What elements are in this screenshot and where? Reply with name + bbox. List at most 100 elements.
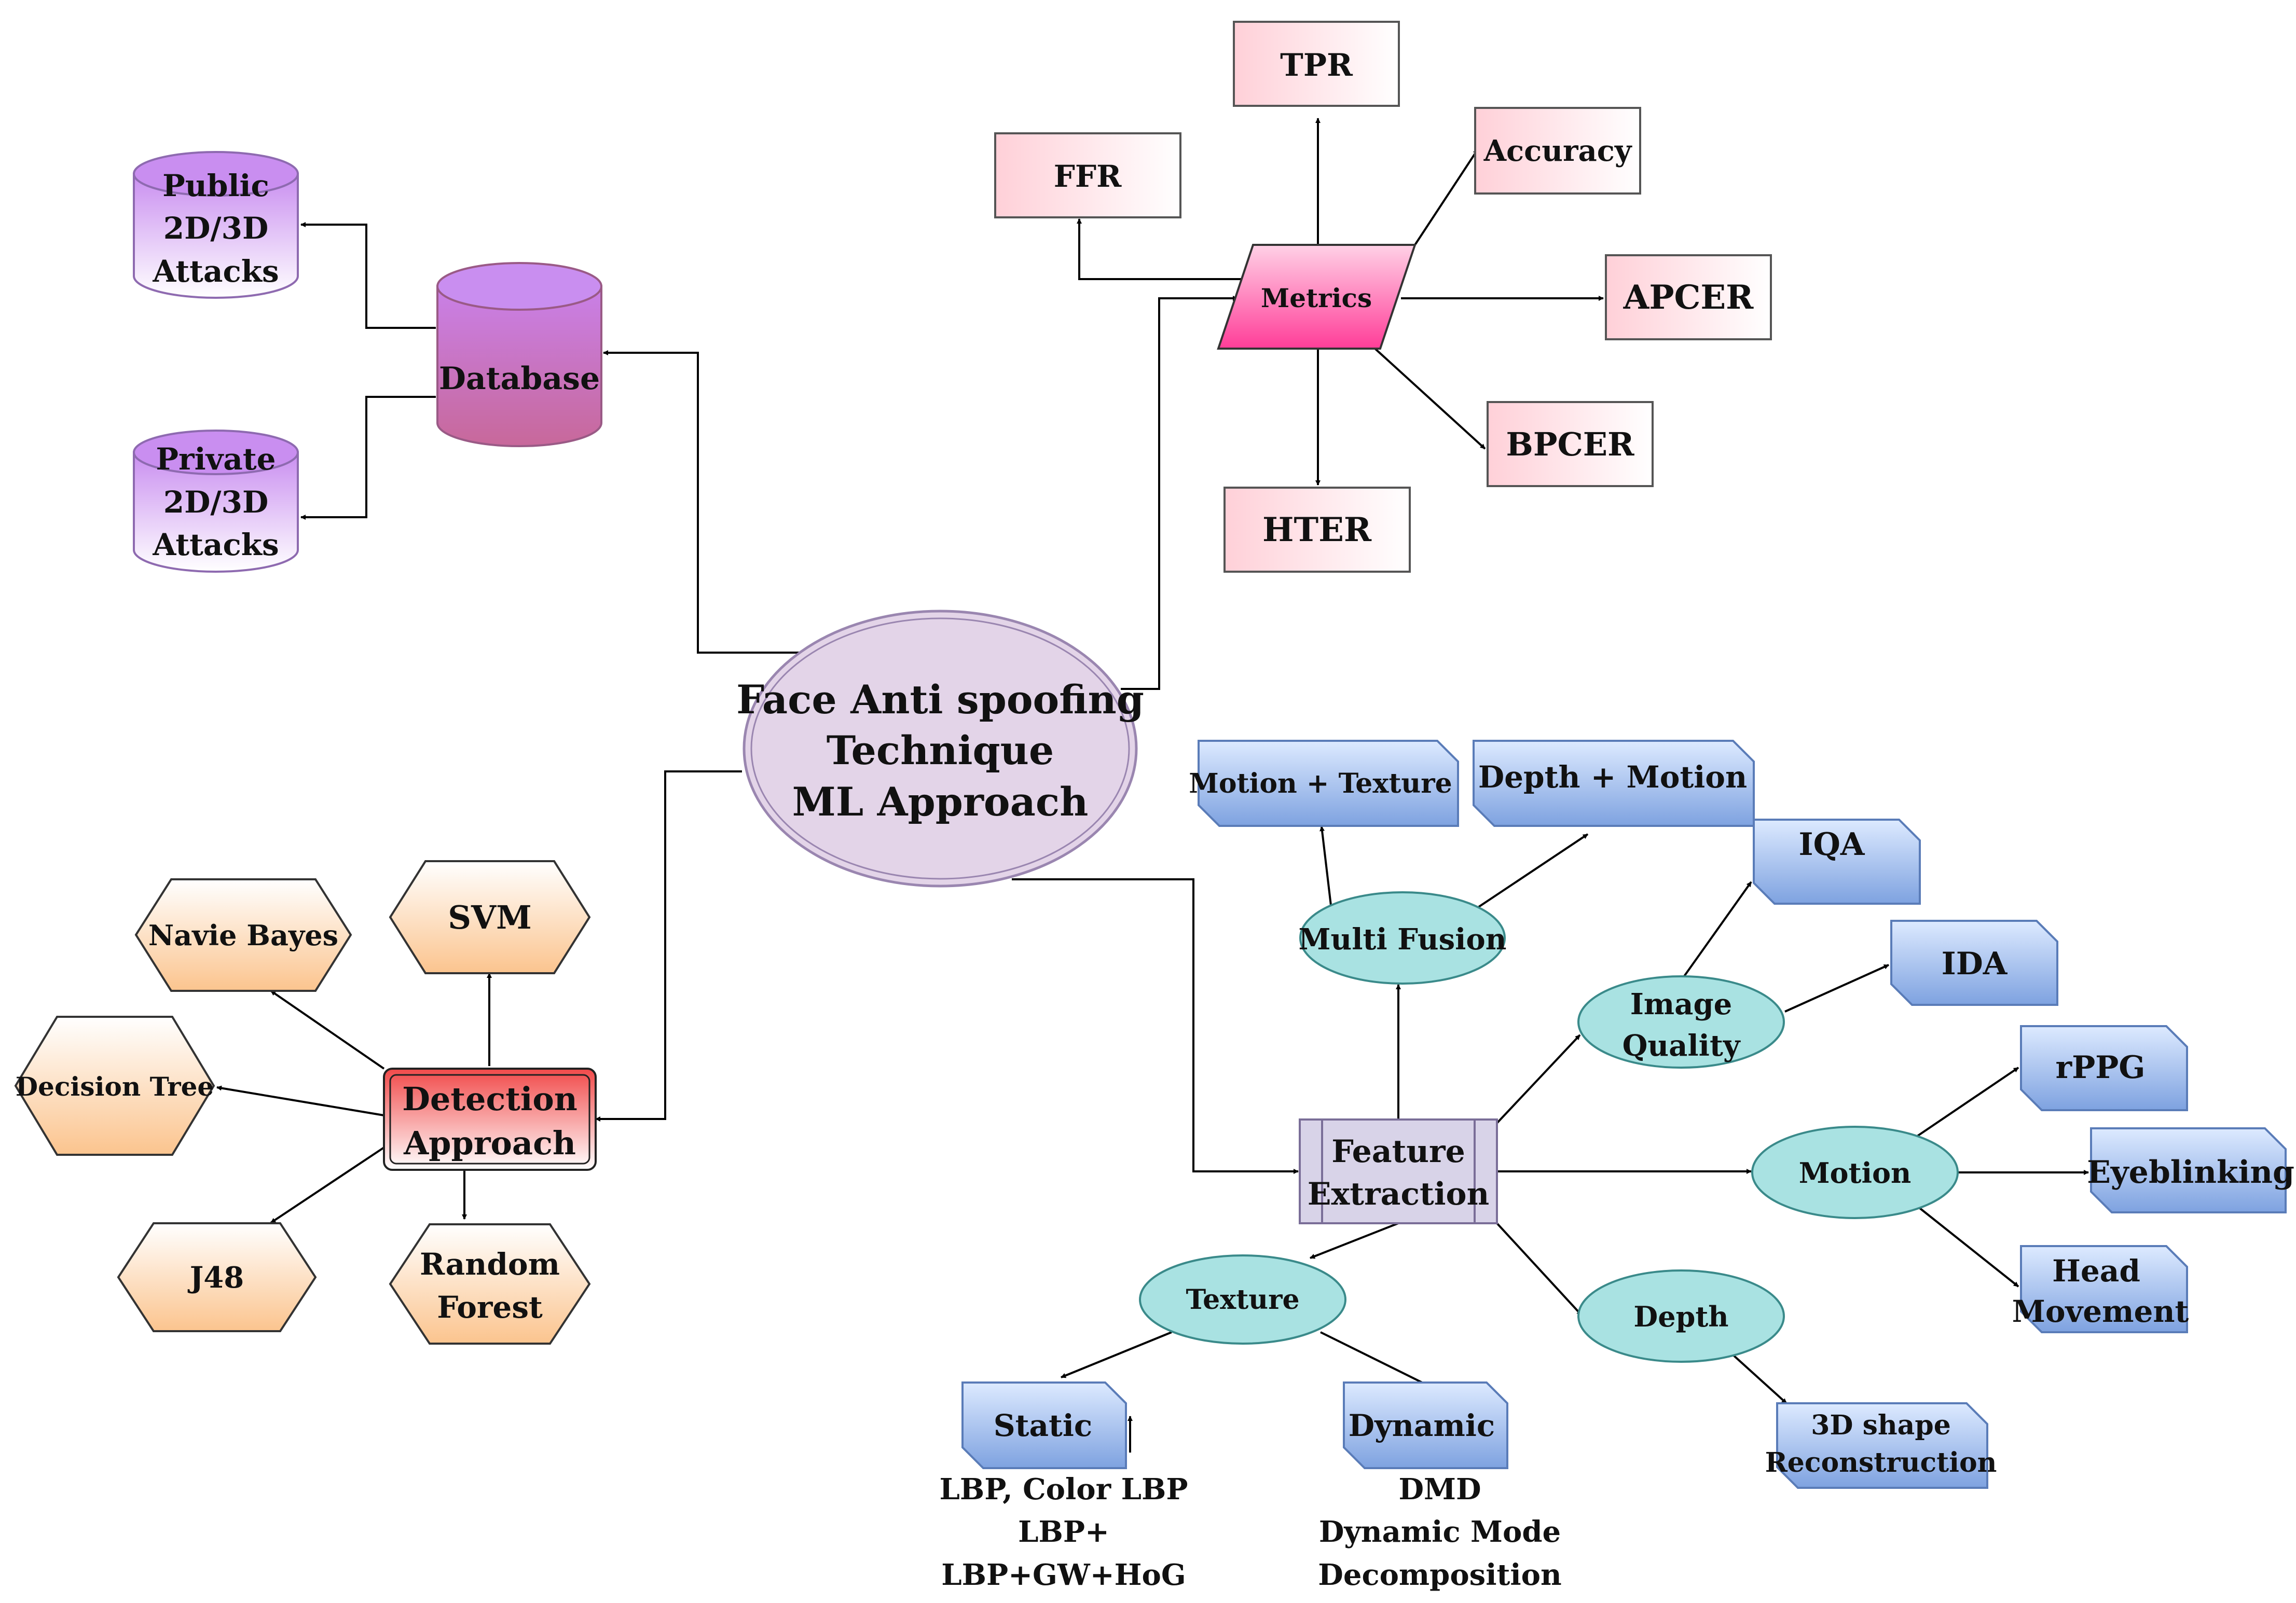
depth-label: Depth [1633, 1300, 1728, 1333]
motion-texture-label: Motion + Texture [1189, 768, 1452, 799]
edge-metrics-ffr [1077, 218, 1243, 280]
accuracy-node: Accuracy [1474, 107, 1641, 195]
eyeblinking-node: Eyeblinking [2087, 1127, 2294, 1213]
dynamic-note-2: Dynamic Mode [1319, 1515, 1561, 1549]
tpr-label: TPR [1280, 47, 1353, 84]
center-title-line3: ML Approach [792, 779, 1089, 825]
3d-shape-line1: 3D shape [1811, 1409, 1951, 1441]
metrics-node: Metrics [1217, 244, 1417, 350]
edge-detection-decision-tree [216, 1085, 384, 1116]
static-note-1: LBP, Color LBP [940, 1472, 1188, 1507]
head-movement-node: Head Movement [2012, 1245, 2189, 1333]
edge-imagequality-ida [1784, 964, 1889, 1013]
apcer-node: APCER [1605, 254, 1772, 340]
edge-center-detection [595, 770, 742, 1122]
random-forest-node: Random Forest [389, 1223, 591, 1345]
ffr-label: FFR [1054, 159, 1122, 194]
naive-bayes-label: Navie Bayes [148, 919, 338, 952]
static-label: Static [994, 1408, 1092, 1443]
rppg-node: rPPG [2020, 1025, 2188, 1111]
3d-shape-node: 3D shape Reconstruction [1765, 1402, 1997, 1489]
ida-label: IDA [1942, 946, 2008, 982]
dynamic-node: Dynamic [1343, 1381, 1508, 1469]
motion-node: Motion [1751, 1126, 1959, 1219]
texture-label: Texture [1186, 1284, 1299, 1316]
center-title-line2: Technique [827, 727, 1054, 773]
multi-fusion-label: Multi Fusion [1299, 922, 1507, 957]
random-forest-line1: Random [420, 1247, 560, 1282]
edge-feature-texture [1310, 1222, 1399, 1259]
rppg-label: rPPG [2055, 1049, 2145, 1086]
private-line2: 2D/3D [163, 485, 269, 520]
public-line1: Public [162, 168, 269, 203]
svm-node: SVM [389, 860, 591, 974]
edge-depth-3dshape [1731, 1353, 1788, 1404]
motion-label: Motion [1799, 1156, 1912, 1190]
depth-motion-label: Depth + Motion [1478, 759, 1747, 795]
decision-tree-node: Decision Tree [14, 1016, 215, 1156]
dynamic-note-1: DMD [1398, 1472, 1481, 1507]
multi-fusion-node: Multi Fusion [1299, 891, 1507, 985]
center-node: Face Anti spoofing Technique ML Approach [736, 610, 1144, 888]
edge-detection-j48 [270, 1146, 385, 1224]
static-note-3: LBP+GW+HoG [941, 1558, 1186, 1592]
naive-bayes-node: Navie Bayes [134, 878, 352, 992]
feature-line1: Feature [1331, 1134, 1465, 1170]
motion-texture-node: Motion + Texture [1189, 740, 1459, 827]
ffr-node: FFR [994, 132, 1181, 218]
iqa-label: IQA [1799, 826, 1865, 863]
svm-label: SVM [448, 899, 532, 936]
edge-detection-naive-bayes [270, 990, 385, 1070]
metrics-label: Metrics [1261, 283, 1372, 313]
apcer-label: APCER [1623, 278, 1754, 317]
database-label: Database [439, 361, 600, 397]
edge-feature-imagequality [1496, 1034, 1581, 1124]
edge-metrics-bpcer [1374, 348, 1486, 450]
edge-center-feature [1012, 878, 1299, 1174]
edge-imagequality-iqa [1680, 881, 1752, 982]
edge-multifusion-depthmotion [1478, 833, 1589, 908]
edge-texture-static [1061, 1331, 1172, 1378]
image-quality-line2: Quality [1623, 1029, 1741, 1063]
j48-label: J48 [187, 1261, 244, 1295]
edge-center-database [603, 350, 799, 654]
feature-line2: Extraction [1308, 1176, 1489, 1212]
detection-line1: Detection [402, 1080, 578, 1118]
private-attacks-node: Private 2D/3D Attacks [133, 430, 299, 573]
public-attacks-node: Public 2D/3D Attacks [133, 151, 299, 299]
detection-node: Detection Approach [383, 1068, 597, 1171]
edge-database-public [300, 222, 436, 329]
dynamic-label: Dynamic [1349, 1408, 1495, 1443]
edge-texture-dynamic [1320, 1331, 1430, 1387]
texture-node: Texture [1139, 1254, 1346, 1345]
eyeblinking-label: Eyeblinking [2087, 1154, 2294, 1191]
image-quality-node: Image Quality [1577, 975, 1785, 1069]
iqa-node: IQA [1753, 819, 1921, 905]
public-line3: Attacks [152, 254, 279, 289]
image-quality-line1: Image [1630, 987, 1733, 1021]
edge-database-private [300, 396, 436, 520]
head-movement-line2: Movement [2012, 1294, 2189, 1329]
static-note-2: LBP+ [1018, 1515, 1109, 1549]
detection-line2: Approach [403, 1124, 576, 1162]
dynamic-note-3: Decomposition [1318, 1558, 1561, 1592]
tpr-node: TPR [1233, 21, 1400, 107]
decision-tree-label: Decision Tree [16, 1071, 214, 1102]
edge-center-metrics [1121, 296, 1238, 690]
depth-node: Depth [1577, 1269, 1785, 1363]
ida-node: IDA [1890, 920, 2058, 1006]
random-forest-line2: Forest [437, 1290, 543, 1325]
private-line1: Private [156, 441, 276, 477]
j48-node: J48 [117, 1222, 317, 1332]
feature-node: Feature Extraction [1299, 1118, 1498, 1224]
edge-motion-rppg [1916, 1067, 2019, 1137]
head-movement-line1: Head [2052, 1253, 2140, 1289]
hter-node: HTER [1223, 487, 1411, 573]
private-line3: Attacks [152, 527, 279, 562]
edge-feature-depth [1496, 1222, 1583, 1316]
edge-motion-headmovement [1916, 1205, 2019, 1288]
database-node: Database [436, 262, 602, 447]
dynamic-notes: DMD Dynamic Mode Decomposition [1318, 1472, 1561, 1592]
